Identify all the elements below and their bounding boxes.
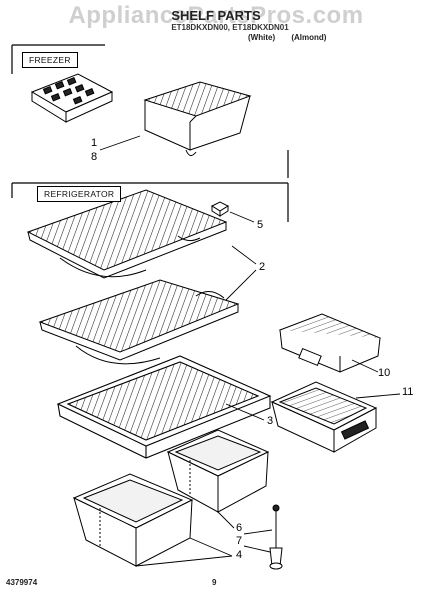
freezer-section-frame [11,44,289,178]
callout-2: 2 [259,261,266,273]
refrigerator-section-frame [11,182,289,222]
deli-drawer-shelf [278,313,382,373]
footer-part-number: 4379974 [6,578,38,587]
variant-white: (White) [248,33,276,42]
callout-leader-lines [99,135,401,567]
freezer-wire-shelf [143,81,252,156]
upper-wire-shelf [26,189,228,279]
callout-8: 8 [91,151,98,163]
right-crisper-drawer [166,429,270,513]
footer-page-number: 9 [212,578,217,587]
page-title: SHELF PARTS [171,8,261,23]
freezer-section-label: FREEZER [22,52,78,68]
ice-cube-tray [30,73,114,123]
humidity-control-assembly [269,504,283,570]
callout-4: 4 [236,549,243,561]
crisper-cover [56,355,272,459]
small-crisper-drawer [270,381,378,453]
color-variants: (White) (Almond) [248,33,368,42]
shelf-clip [210,201,230,217]
lower-wire-shelf [38,279,240,365]
variant-almond: (Almond) [291,33,327,42]
callout-11: 11 [402,386,414,398]
callout-5: 5 [257,219,264,231]
left-crisper-drawer [72,473,194,567]
callout-10: 10 [378,367,391,379]
callout-1: 1 [91,137,98,149]
watermark: AppliancePartsPros.com [68,2,364,29]
callout-3: 3 [267,415,274,427]
callout-6: 6 [236,522,243,534]
model-numbers: ET18DKXDN00, ET18DKXDN01 [171,23,289,32]
refrigerator-section-label: REFRIGERATOR [37,186,122,202]
callout-7: 7 [236,535,243,547]
